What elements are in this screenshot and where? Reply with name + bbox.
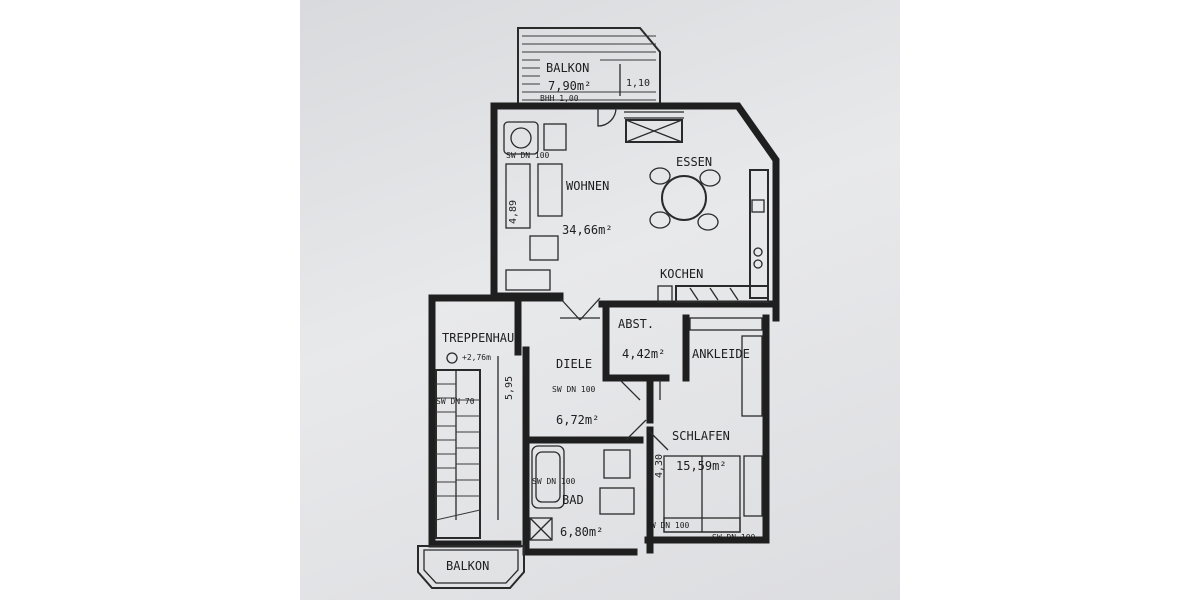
bad-sw-label: SW DN 100	[532, 477, 576, 486]
treppenhaus-label: TREPPENHAUS	[442, 331, 521, 345]
schlafen-sw-label: SW DN 100	[646, 521, 690, 530]
kitchen-counter	[657, 169, 769, 303]
schlafen-area: 15,59m²	[676, 459, 727, 473]
diele-label: DIELE	[556, 357, 592, 371]
windows	[624, 111, 684, 143]
wohnen-dimension: 4,89	[508, 200, 519, 224]
walls	[428, 102, 780, 556]
balcony-bottom	[417, 545, 525, 589]
abst-label: ABST.	[618, 317, 654, 331]
ankleide-shelves	[689, 317, 763, 417]
balkon-bottom-label: BALKON	[446, 559, 489, 573]
bathroom-fixtures	[529, 445, 635, 541]
balkon-top-dimension: 1,10	[626, 78, 650, 89]
balkon-top-note: BHH 1,00	[540, 94, 579, 103]
balkon-top-area: 7,90m²	[548, 79, 591, 93]
schlafen-dimension: 4,30	[654, 454, 665, 478]
essen-label: ESSEN	[676, 155, 712, 169]
wohnen-sw-label: SW DN 100	[506, 151, 550, 160]
treppenhaus-sw-label: SW DN 70	[436, 397, 475, 406]
diele-area: 6,72m²	[556, 413, 599, 427]
kochen-label: KOCHEN	[660, 267, 703, 281]
diele-sw-label: SW DN 100	[552, 385, 596, 394]
wohnen-area: 34,66m²	[562, 223, 613, 237]
bad-label: BAD	[562, 493, 584, 507]
staircase	[435, 352, 499, 539]
abst-area: 4,42m²	[622, 347, 665, 361]
ankleide-label: ANKLEIDE	[692, 347, 750, 361]
bedroom-furniture	[663, 455, 763, 533]
dining-table	[649, 167, 721, 231]
bad-area: 6,80m²	[560, 525, 603, 539]
schlafen-label: SCHLAFEN	[672, 429, 730, 443]
wohnen-label: WOHNEN	[566, 179, 609, 193]
schlafen-sw2-label: SW DN 100	[712, 533, 756, 542]
balcony-top	[517, 27, 661, 105]
treppenhaus-level: +2,76m	[462, 353, 491, 362]
doors	[559, 107, 669, 451]
balkon-top-label: BALKON	[546, 61, 589, 75]
wohnen-furniture	[503, 121, 567, 291]
treppenhaus-dimension: 5,95	[504, 376, 515, 400]
